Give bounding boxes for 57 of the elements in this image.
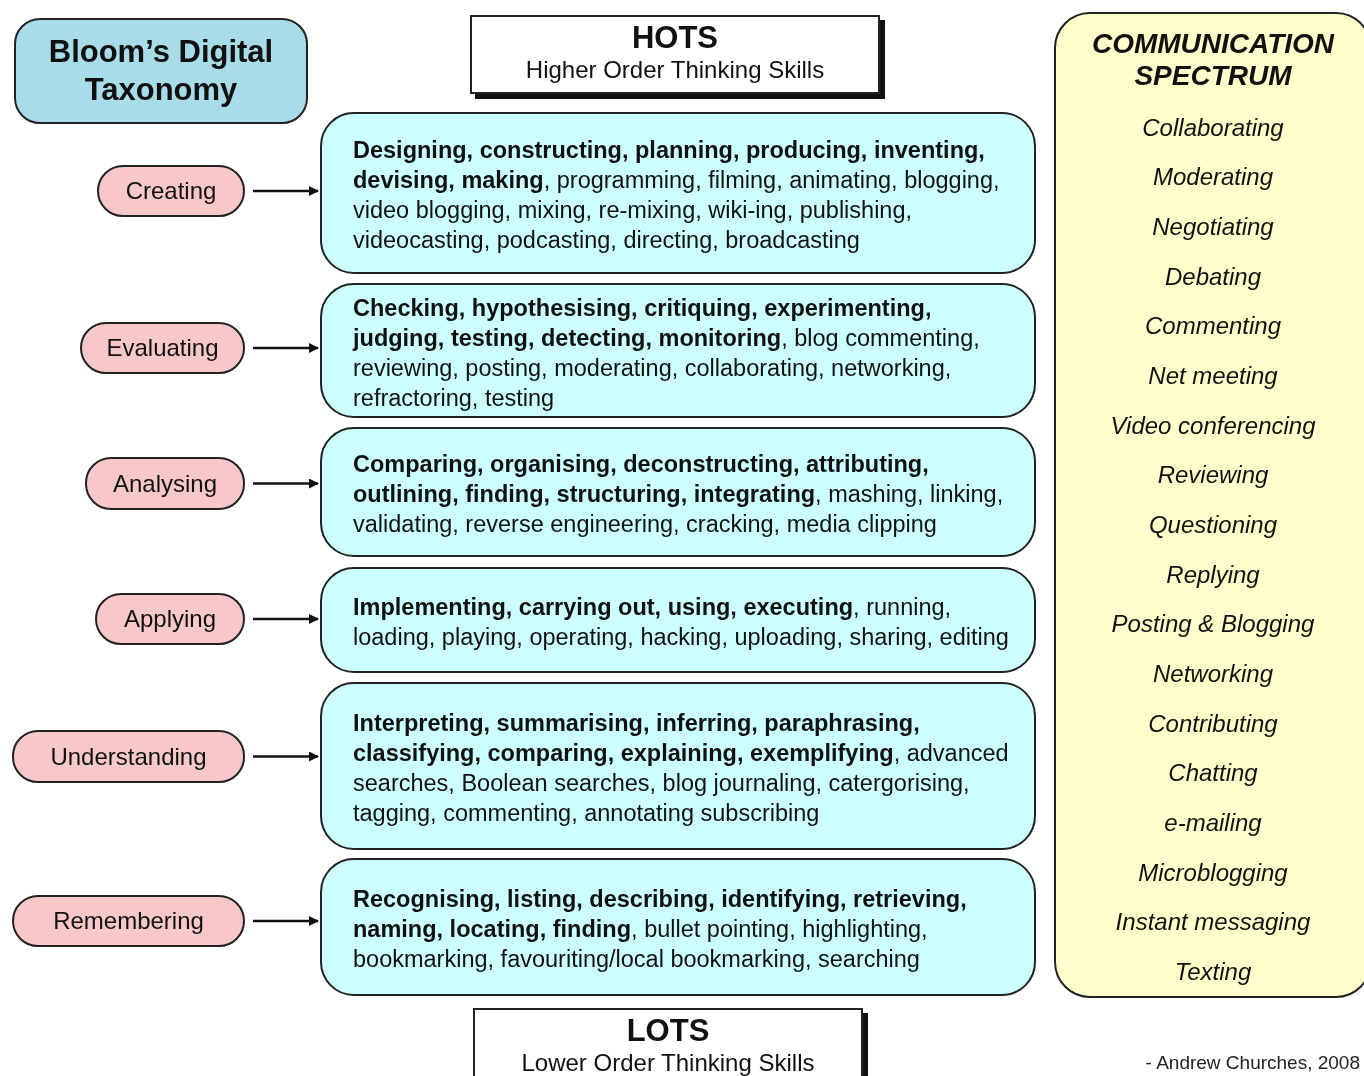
level-pill	[80, 322, 245, 374]
arrow	[253, 916, 319, 926]
level-pill	[85, 457, 245, 510]
skill-text: Collaborating	[1142, 113, 1284, 142]
level-name: Analysing	[112, 469, 218, 498]
skill-text: Contributing	[1148, 709, 1278, 738]
arrow	[253, 186, 319, 196]
verb-box	[320, 283, 1036, 418]
spectrum-panel	[1054, 12, 1364, 998]
level-pill	[12, 895, 245, 947]
level-pill	[12, 730, 245, 783]
verb-list: Recognising, listing, describing, identifying, retrieving, naming, locating, finding, bullet pointing, highlighting, bookmarking, favouriting/local bookmarking, searching	[353, 884, 1026, 974]
skill-text: Negotiating	[1152, 212, 1274, 241]
skill-text: Net meeting	[1148, 361, 1278, 390]
banner-subtitle: Lower Order Thinking Skills	[521, 1048, 815, 1076]
skill-text: Posting & Blogging	[1111, 610, 1315, 639]
verb-list: Checking, hypothesising, critiquing, experimenting, judging, testing, detecting, monitoring, blog commenting, reviewing, posting, moderating, collaborating, networking, refractoring, testing	[353, 292, 1026, 413]
skill-text: Networking	[1152, 659, 1273, 688]
arrow	[253, 751, 319, 762]
skill-text: Chatting	[1168, 759, 1258, 788]
skill-text: Questioning	[1148, 510, 1278, 539]
level-name: Evaluating	[106, 334, 219, 362]
verb-list: Implementing, carrying out, using, executing, running, loading, playing, operating, hacking, uploading, sharing, editing	[353, 592, 1026, 652]
verb-box	[320, 567, 1036, 673]
arrow	[253, 343, 319, 353]
skill-text: e-mailing	[1164, 808, 1262, 837]
panel-heading: COMMUNICATION SPECTRUM	[1090, 28, 1336, 92]
skill-text: Microblogging	[1138, 858, 1288, 887]
level-pill	[95, 593, 245, 645]
skill-text: Moderating	[1152, 163, 1274, 192]
banner-subtitle: Higher Order Thinking Skills	[525, 55, 825, 85]
skill-text: Commenting	[1144, 312, 1282, 341]
level-name: Creating	[125, 177, 217, 205]
banner-heading: HOTS	[631, 21, 719, 55]
title-box	[14, 18, 308, 124]
skill-text: Replying	[1166, 560, 1260, 589]
level-pill	[97, 165, 245, 217]
level-name: Remembering	[53, 907, 204, 935]
skill-text: Reviewing	[1157, 461, 1269, 490]
level-name: Applying	[123, 605, 217, 633]
verb-box	[320, 427, 1036, 557]
verb-box	[320, 112, 1036, 274]
verb-box	[320, 858, 1036, 996]
arrow	[253, 478, 319, 489]
banner-heading: LOTS	[626, 1014, 710, 1048]
skill-text: Video conferencing	[1110, 411, 1316, 440]
verb-list: Designing, constructing, planning, producing, inventing, devising, making, programming, filming, animating, blogging, video blogging, mixing, re-mixing, wiki-ing, publishing, videocasting, podcasting, directing, broadcasting	[353, 135, 1026, 255]
verb-list: Interpreting, summarising, inferring, paraphrasing, classifying, comparing, explaining, exemplifying, advanced searches, Boolean searches, blog journaling, catergorising, tagging, commenting, annotating subscribing	[353, 708, 1026, 828]
verb-box	[320, 682, 1036, 850]
skill-text: Debating	[1164, 262, 1262, 291]
skill-text: Instant messaging	[1115, 908, 1311, 937]
verb-list: Comparing, organising, deconstructing, attributing, outlining, finding, structuring, integrating, mashing, linking, validating, reverse engineering, cracking, media clipping	[353, 449, 1026, 539]
skill-text: Texting	[1174, 957, 1252, 986]
arrow	[253, 614, 319, 624]
author-credit: - Andrew Churches, 2008	[1145, 1052, 1360, 1074]
node-label: Bloom’s Digital Taxonomy	[47, 33, 275, 109]
level-name: Understanding	[50, 742, 207, 771]
